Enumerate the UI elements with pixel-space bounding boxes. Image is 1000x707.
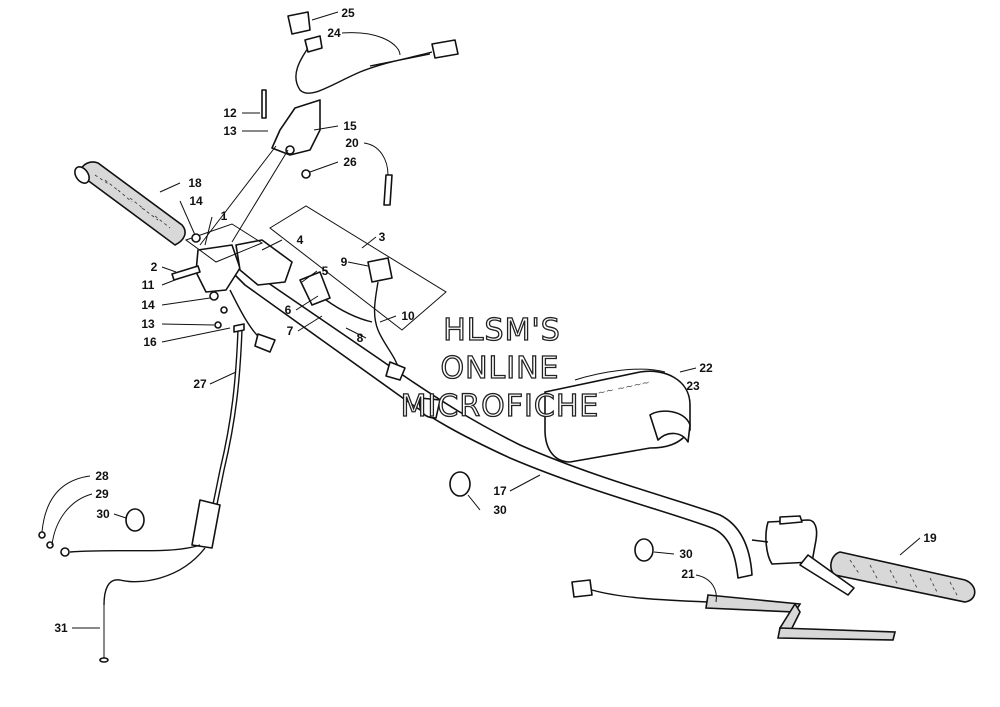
callout-13: 13 — [141, 317, 155, 331]
callout-26: 26 — [343, 155, 357, 169]
watermark-line-3: MICROFICHE — [401, 389, 600, 424]
callout-15: 15 — [343, 119, 357, 133]
callout-28: 28 — [95, 469, 109, 483]
callout-29: 29 — [95, 487, 109, 501]
callout-3: 3 — [379, 230, 386, 244]
callout-7: 7 — [287, 324, 294, 338]
callout-22: 22 — [699, 361, 713, 375]
callout-11: 11 — [142, 278, 155, 292]
watermark-line-1: HLSM'S — [443, 313, 561, 348]
callout-2: 2 — [151, 260, 158, 274]
callout-4: 4 — [297, 233, 304, 247]
callout-9: 9 — [341, 255, 348, 269]
throttle-cable — [60, 329, 243, 663]
callout-24: 24 — [327, 26, 341, 40]
callout-31: 31 — [54, 621, 68, 635]
callout-6: 6 — [285, 303, 292, 317]
top-wire-harness — [287, 11, 459, 94]
clamps — [125, 471, 654, 562]
callout-30: 30 — [96, 507, 110, 521]
callout-16: 16 — [143, 335, 157, 349]
mount-bracket — [199, 89, 321, 246]
callout-17: 17 — [493, 484, 507, 498]
callout-14: 14 — [141, 298, 155, 312]
pin — [383, 174, 393, 206]
callout-25: 25 — [341, 6, 355, 20]
callout-18: 18 — [188, 176, 202, 190]
watermark-line-2: ONLINE — [440, 351, 559, 386]
callout-30: 30 — [679, 547, 693, 561]
callout-10: 10 — [401, 309, 415, 323]
handlebar — [231, 261, 753, 579]
callout-13: 13 — [223, 124, 237, 138]
callout-27: 27 — [193, 377, 207, 391]
brake-master-cylinder — [751, 515, 855, 596]
throttle-housing — [195, 239, 406, 381]
heater-element — [571, 579, 897, 641]
callout-19: 19 — [923, 531, 937, 545]
watermark: HLSM'S ONLINE MICROFICHE — [400, 312, 600, 424]
callout-5: 5 — [322, 264, 329, 278]
left-grip — [74, 161, 186, 246]
leader-lines — [41, 11, 921, 629]
handlebar-pad: ~~~ ~~~~ — [544, 368, 691, 463]
callout-labels: 25 24 12 13 15 20 26 18 14 1 4 3 2 9 5 1… — [54, 6, 937, 635]
right-grip — [830, 551, 976, 603]
callout-12: 12 — [223, 106, 237, 120]
callout-23: 23 — [686, 379, 700, 393]
exploded-outline — [269, 205, 447, 331]
callout-1: 1 — [221, 209, 228, 223]
callout-30: 30 — [493, 503, 507, 517]
small-fittings — [38, 233, 245, 549]
callout-21: 21 — [681, 567, 695, 581]
callout-8: 8 — [357, 331, 364, 345]
callout-14: 14 — [189, 194, 203, 208]
callout-20: 20 — [345, 136, 359, 150]
